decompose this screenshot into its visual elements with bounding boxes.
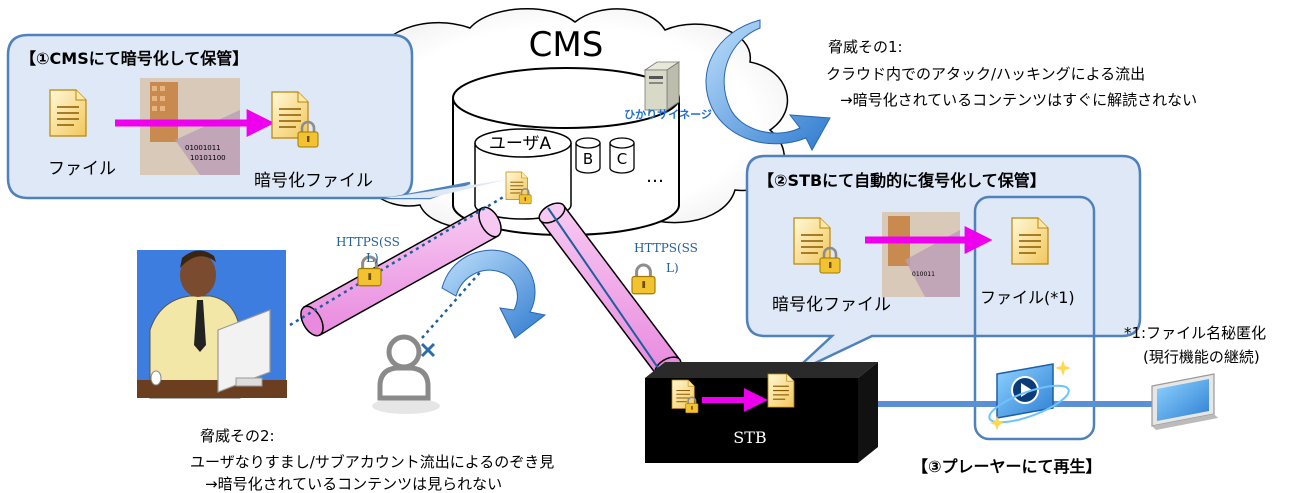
- callout1-title: 【①CMSにて暗号化して保管】: [20, 49, 248, 68]
- spoof-user-icon: [372, 334, 440, 414]
- encryption-pattern-2: 010011: [882, 212, 960, 297]
- note-line2: (現行機能の継続): [1143, 348, 1260, 366]
- user-a-label: ユーザA: [489, 134, 552, 154]
- threat1-title: 脅威その1:: [828, 38, 903, 56]
- solid-line-stb: [547, 207, 666, 379]
- player-label: 【③プレーヤーにて再生】: [912, 457, 1102, 476]
- stb-label: STB: [733, 428, 766, 447]
- callout1-encrypted-label: 暗号化ファイル: [254, 171, 373, 191]
- file-icon: [49, 89, 87, 137]
- file-icon: [767, 373, 795, 408]
- monitor-icon: [1151, 373, 1218, 430]
- threat1-arrow-icon: [705, 19, 831, 152]
- cms-database: [452, 67, 680, 236]
- https-left-line1: HTTPS(SS: [336, 235, 400, 249]
- file-icon: [1011, 217, 1049, 265]
- threat2-line1: ユーザなりすまし/サブアカウント流出によるのぞき見: [190, 453, 554, 471]
- stb-box: [645, 362, 878, 463]
- player-highlight-box: [973, 195, 1096, 441]
- svg-text:010011: 010011: [912, 271, 935, 278]
- threat2-arrow-icon: [441, 249, 547, 339]
- brand-logo: ひかりサイネージ: [624, 108, 712, 121]
- pc-user-illustration: [137, 250, 287, 399]
- https-left-line2: L): [366, 251, 379, 265]
- https-pipe-left: [300, 206, 502, 337]
- dotted-line-spoof: [421, 251, 499, 339]
- callout2-title: 【②STBにて自動的に復号化して保管】: [758, 171, 1046, 190]
- callout2-encrypted-label: 暗号化ファイル: [772, 295, 891, 315]
- https-right-line2: L): [666, 261, 679, 275]
- dotted-line-user: [289, 191, 511, 327]
- threat2-title: 脅威その2:: [200, 427, 275, 445]
- callout1-file-label: ファイル: [48, 159, 116, 179]
- threat1-line1: クラウド内でのアタック/ハッキングによる流出: [826, 65, 1145, 83]
- svg-text:01001011: 01001011: [185, 144, 221, 152]
- user-c-label: C: [617, 150, 627, 168]
- note-line1: *1:ファイル名秘匿化: [1124, 324, 1266, 342]
- player-app-icon: [988, 360, 1071, 430]
- https-right-line1: HTTPS(SS: [634, 241, 698, 255]
- svg-text:10101100: 10101100: [190, 154, 226, 162]
- lock-icon: [630, 263, 657, 296]
- server-icon: [643, 61, 681, 111]
- callout2-file-label: ファイル(*1): [980, 288, 1075, 307]
- more-users-ellipsis: …: [646, 166, 664, 187]
- user-b-label: B: [583, 150, 593, 168]
- threat2-line2: →暗号化されているコンテンツは見られない: [205, 475, 502, 493]
- cms-title: CMS: [529, 25, 604, 65]
- threat1-line2: →暗号化されているコンテンツはすぐに解読されない: [840, 91, 1197, 109]
